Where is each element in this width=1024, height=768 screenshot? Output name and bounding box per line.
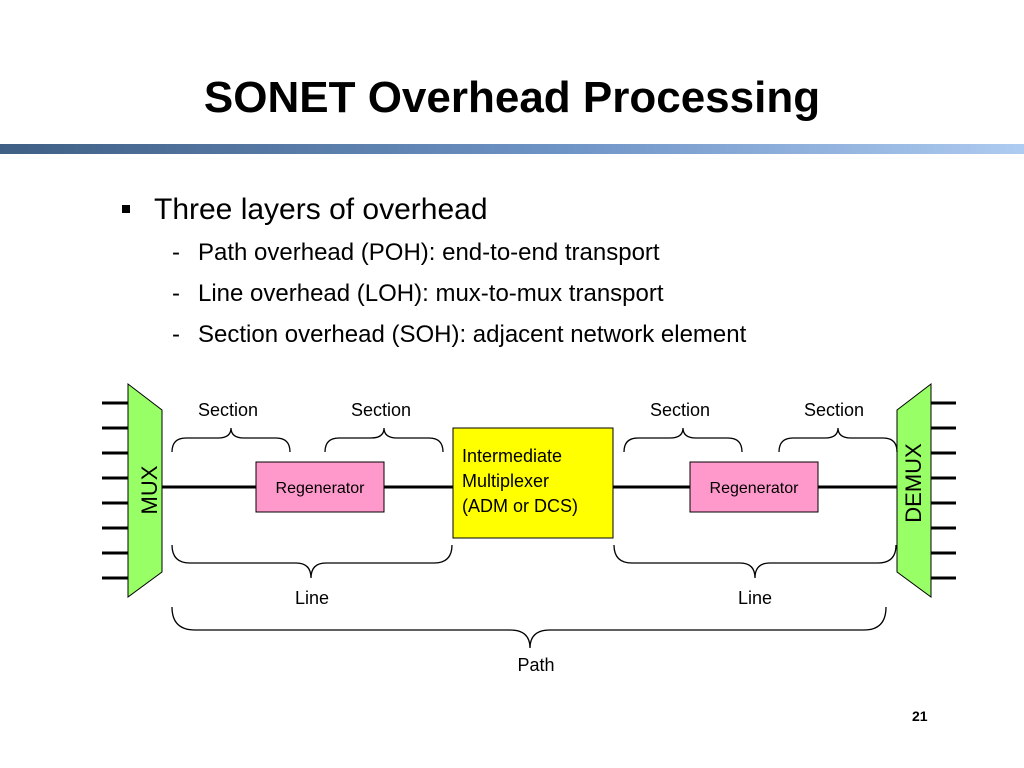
sub-bullet-soh: - Section overhead (SOH): adjacent netwo… [154, 314, 746, 355]
section-label-3: Section [650, 400, 710, 420]
path-label: Path [517, 655, 554, 675]
bullet-list: Three layers of overhead - Path overhead… [120, 190, 746, 355]
line-brace-left [171, 544, 453, 579]
page-number: 21 [912, 708, 928, 724]
section-label-2: Section [351, 400, 411, 420]
regenerator-left-box [255, 461, 385, 513]
sub-bullet-text: Section overhead (SOH): adjacent network… [198, 321, 747, 348]
sub-bullet-loh: - Line overhead (LOH): mux-to-mux transp… [154, 273, 746, 314]
bullet-item: Three layers of overhead - Path overhead… [120, 190, 746, 355]
section-brace-4 [778, 427, 898, 453]
regenerator-right-box [689, 461, 819, 513]
section-label-1: Section [198, 400, 258, 420]
mux-block [127, 382, 163, 598]
line-label-left: Line [295, 588, 329, 608]
sub-bullet-list: - Path overhead (POH): end-to-end transp… [154, 232, 746, 355]
line-label-right: Line [738, 588, 772, 608]
sub-bullet-text: Line overhead (LOH): mux-to-mux transpor… [198, 280, 664, 307]
bullet-text: Three layers of overhead [154, 193, 488, 226]
slide-title: SONET Overhead Processing [203, 73, 821, 122]
mux-label: MUX [137, 465, 162, 514]
sub-bullet-text: Path overhead (POH): end-to-end transpor… [198, 239, 660, 266]
regenerator-right-label: Regenerator [710, 480, 800, 497]
regenerator-left-label: Regenerator [276, 480, 366, 497]
section-brace-1 [171, 427, 291, 453]
dash-marker: - [172, 239, 180, 266]
section-brace-3 [623, 427, 743, 453]
demux-label: DEMUX [901, 443, 926, 523]
dash-marker: - [172, 280, 180, 307]
intermediate-label-line1: Intermediate [462, 446, 562, 466]
section-brace-2 [324, 427, 444, 453]
path-brace [171, 606, 887, 649]
intermediate-label-line2: Multiplexer [462, 471, 549, 491]
intermediate-multiplexer-box [452, 427, 614, 539]
demux-block [896, 382, 932, 598]
square-bullet-icon [122, 205, 130, 213]
sub-bullet-poh: - Path overhead (POH): end-to-end transp… [154, 232, 746, 273]
section-label-4: Section [804, 400, 864, 420]
intermediate-label-line3: (ADM or DCS) [462, 496, 578, 516]
dash-marker: - [172, 321, 180, 348]
line-brace-right [613, 544, 897, 579]
mux-input-lines [102, 401, 128, 580]
title-divider [0, 144, 1024, 154]
demux-output-lines [930, 401, 956, 580]
